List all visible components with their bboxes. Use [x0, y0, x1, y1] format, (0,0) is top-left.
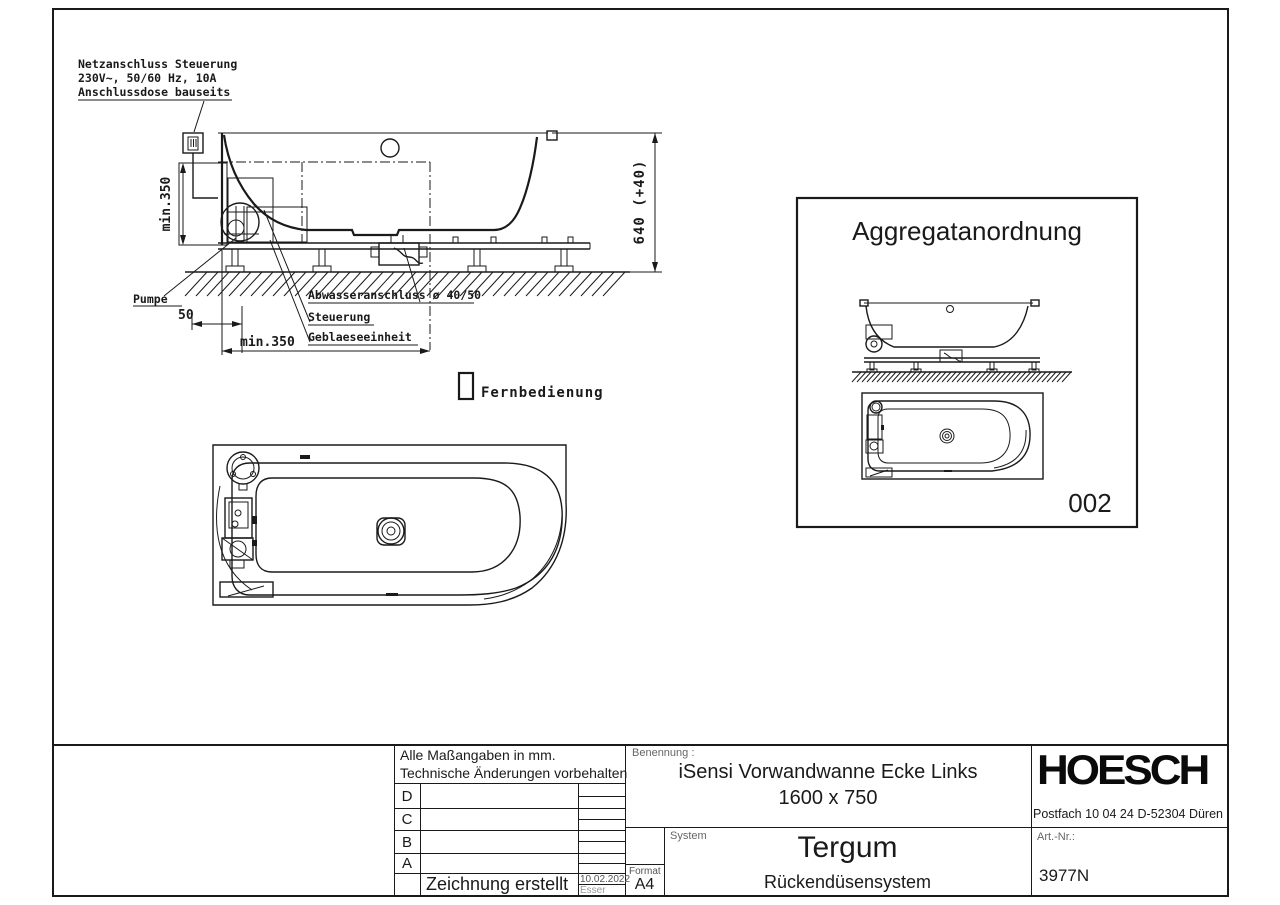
label-pumpe: Pumpe [133, 237, 237, 307]
brand-address: Postfach 10 04 24 D-52304 Düren [1033, 807, 1223, 821]
revision-row-b: B [401, 834, 412, 851]
aggregat-side-view [851, 299, 1072, 383]
drain-siphon [370, 235, 428, 266]
power-note-line2: 230V~, 50/60 Hz, 10A [78, 71, 217, 85]
floor-hatch [184, 271, 626, 297]
svg-text:Abwasseranschluss ø 40/50: Abwasseranschluss ø 40/50 [308, 288, 481, 302]
brand-logo: HOESCH [1037, 747, 1210, 794]
name-label: Benennung : [632, 747, 695, 759]
dim-min350-vertical: min.350 [159, 163, 186, 245]
overflow-hole [380, 138, 400, 158]
artno-label: Art.-Nr.: [1037, 831, 1075, 843]
system-name: Tergum [797, 831, 898, 864]
system-subtitle: Rückendüsensystem [763, 872, 932, 892]
svg-text:min.350: min.350 [159, 176, 174, 231]
junction-box-icon [182, 132, 204, 154]
plan-heater-box [219, 581, 274, 598]
plan-drain [376, 517, 406, 546]
dim-50: 50 [178, 306, 243, 353]
aggregat-title: Aggregatanordnung [852, 216, 1082, 246]
drawing-frame: Netzanschluss Steuerung 230V~, 50/60 Hz,… [52, 8, 1229, 897]
pump-unit-side [220, 177, 308, 243]
label-geblaeseeinheit: Geblaeseeinheit [269, 239, 418, 346]
dim-min350-horizontal: min.350 [221, 250, 430, 355]
label-steuerung: Steuerung [263, 209, 374, 326]
plan-view [212, 444, 567, 606]
svg-text:min.350: min.350 [240, 335, 295, 350]
aggregat-panel: Aggregatanordnung [795, 196, 1139, 529]
aggregat-plan-view [861, 392, 1044, 480]
remote-label: Fernbedienung [481, 385, 604, 401]
aggregat-floor-hatch [851, 371, 1072, 383]
svg-text:640 (+40): 640 (+40) [632, 160, 648, 245]
power-note: Netzanschluss Steuerung 230V~, 50/60 Hz,… [78, 57, 237, 133]
side-elevation-view: min.350 50 min.350 [133, 130, 662, 355]
plan-pump-assembly [216, 451, 260, 591]
name-line1: iSensi Vorwandwanne Ecke Links [678, 761, 978, 783]
power-cable [192, 153, 218, 199]
format-value: A4 [634, 876, 655, 893]
remote-control-icon [457, 371, 475, 401]
aggregat-number: 002 [1068, 488, 1111, 518]
note-line1: Alle Maßangaben in mm. [400, 747, 556, 763]
svg-text:Geblaeseeinheit: Geblaeseeinheit [308, 330, 412, 344]
created-date: 10.02.2022 [580, 874, 631, 885]
svg-text:Steuerung: Steuerung [308, 310, 370, 324]
system-label: System [670, 830, 707, 842]
dim-height-640: 640 (+40) [552, 132, 662, 273]
revision-row-d: D [401, 788, 413, 805]
remote-control: Fernbedienung [457, 371, 604, 401]
svg-text:Pumpe: Pumpe [133, 292, 168, 306]
power-note-line3: Anschlussdose bauseits [78, 85, 230, 99]
artno-value: 3977N [1039, 866, 1090, 885]
created-by: Esser [580, 885, 606, 896]
revision-row-a: A [401, 855, 412, 872]
plan-top-mark [300, 455, 310, 459]
aggregat-box [795, 196, 1139, 529]
note-line2: Technische Änderungen vorbehalten [400, 765, 628, 781]
name-line2: 1600 x 750 [778, 787, 878, 809]
revision-row-c: C [401, 811, 413, 828]
svg-text:50: 50 [178, 308, 194, 323]
label-abwasseranschluss: Abwasseranschluss ø 40/50 [308, 247, 481, 304]
power-note-line1: Netzanschluss Steuerung [78, 57, 237, 71]
address-right: D-52304 Düren [1137, 807, 1223, 821]
plan-front-mark [386, 593, 398, 596]
address-left: Postfach 10 04 24 [1033, 807, 1134, 821]
created-label: Zeichnung erstellt [426, 874, 569, 894]
format-label: Format [629, 866, 661, 877]
drawing-area: Netzanschluss Steuerung 230V~, 50/60 Hz,… [78, 57, 1139, 606]
